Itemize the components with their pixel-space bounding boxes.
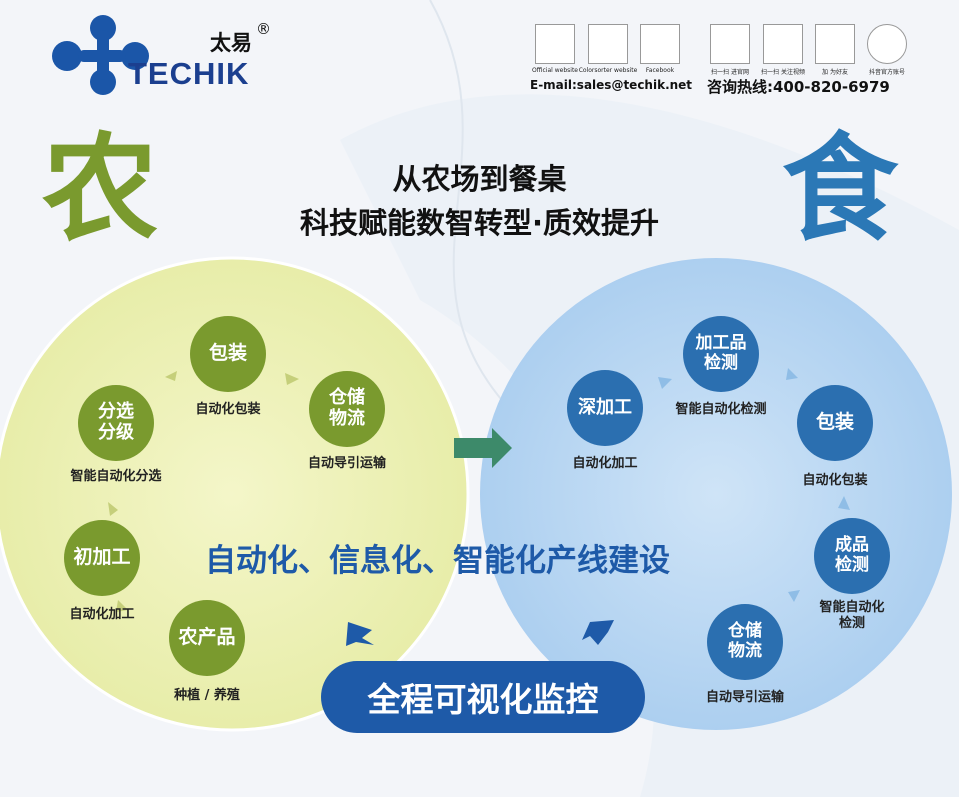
food-node-deep-processing: 深加工 — [567, 370, 643, 446]
qr-label: Official website — [532, 67, 578, 74]
arrow-down-left-icon — [346, 622, 374, 646]
node-title: 初加工 — [73, 546, 131, 569]
qr-code-website[interactable] — [710, 24, 750, 64]
node-title: 加工品 检测 — [695, 333, 747, 373]
brand-name-en: TECHIK — [128, 56, 250, 91]
brand-name-cn: 太易 — [210, 31, 252, 55]
node-title: 仓储 物流 — [329, 387, 365, 429]
food-character: 食 — [782, 122, 898, 257]
center-arrow-icon — [454, 428, 512, 468]
qr-code-colorsorter[interactable] — [588, 24, 628, 64]
qr-label: 扫一扫 进官网 — [711, 69, 749, 76]
farm-label-primary: 自动化加工 — [69, 607, 135, 622]
node-title: 成品 检测 — [835, 535, 869, 575]
monitoring-pill-label: 全程可视化监控 — [367, 680, 599, 719]
registered-mark: ® — [256, 20, 271, 38]
food-node-logistics: 仓储 物流 — [707, 604, 783, 680]
qr-code-video[interactable] — [763, 24, 803, 64]
contact-email: E-mail:sales@techik.net — [530, 78, 693, 92]
food-node-processed-inspection: 加工品 检测 — [683, 316, 759, 392]
node-title: 包装 — [815, 411, 854, 434]
food-label-deep-processing: 自动化加工 — [572, 456, 638, 471]
farm-node-packaging: 包装 — [190, 316, 266, 392]
node-title: 分选 分级 — [98, 401, 134, 443]
farm-label-produce: 种植 / 养殖 — [174, 688, 240, 703]
qr-code-official[interactable] — [535, 24, 575, 64]
farm-label-sorting: 智能自动化分选 — [70, 469, 162, 484]
monitoring-pill: 全程可视化监控 — [321, 661, 645, 733]
food-node-finished-inspection: 成品 检测 — [814, 518, 890, 594]
farm-node-primary: 初加工 — [64, 520, 140, 596]
food-node-packaging: 包装 — [797, 385, 873, 461]
food-label-finished-inspection: 智能自动化 检测 — [819, 600, 885, 631]
headline-line-1: 从农场到餐桌 — [392, 162, 567, 196]
qr-label: 加 为好友 — [822, 69, 848, 76]
qr-code-douyin[interactable] — [867, 24, 907, 64]
node-title: 包装 — [208, 342, 247, 365]
node-title: 仓储 物流 — [728, 621, 762, 661]
qr-label: 抖音官方账号 — [868, 69, 905, 76]
farm-node-sorting: 分选 分级 — [78, 385, 154, 461]
contact-hotline: 咨询热线:400-820-6979 — [707, 78, 890, 96]
farm-node-produce: 农产品 — [169, 600, 245, 676]
center-slogan: 自动化、信息化、智能化产线建设 — [205, 543, 670, 579]
node-title: 深加工 — [578, 396, 632, 418]
qr-label: Colorsorter website — [578, 67, 638, 74]
food-label-processed-inspection: 智能自动化检测 — [675, 402, 767, 417]
qr-label: 扫一扫 关注视频 — [761, 69, 805, 76]
farm-label-logistics: 自动导引运输 — [307, 456, 386, 471]
qr-code-friend[interactable] — [815, 24, 855, 64]
qr-label: Facebook — [645, 67, 675, 74]
arrow-down-right-icon — [582, 620, 614, 645]
techik-logo-icon — [52, 15, 149, 95]
food-label-logistics: 自动导引运输 — [705, 690, 784, 705]
farm-character: 农 — [42, 122, 158, 257]
node-title: 农产品 — [178, 626, 236, 649]
qr-code-facebook[interactable] — [640, 24, 680, 64]
food-label-packaging: 自动化包装 — [802, 473, 868, 488]
farm-node-logistics: 仓储 物流 — [309, 371, 385, 447]
headline-line-2: 科技赋能数智转型·质效提升 — [299, 206, 660, 240]
farm-label-packaging: 自动化包装 — [195, 402, 261, 417]
